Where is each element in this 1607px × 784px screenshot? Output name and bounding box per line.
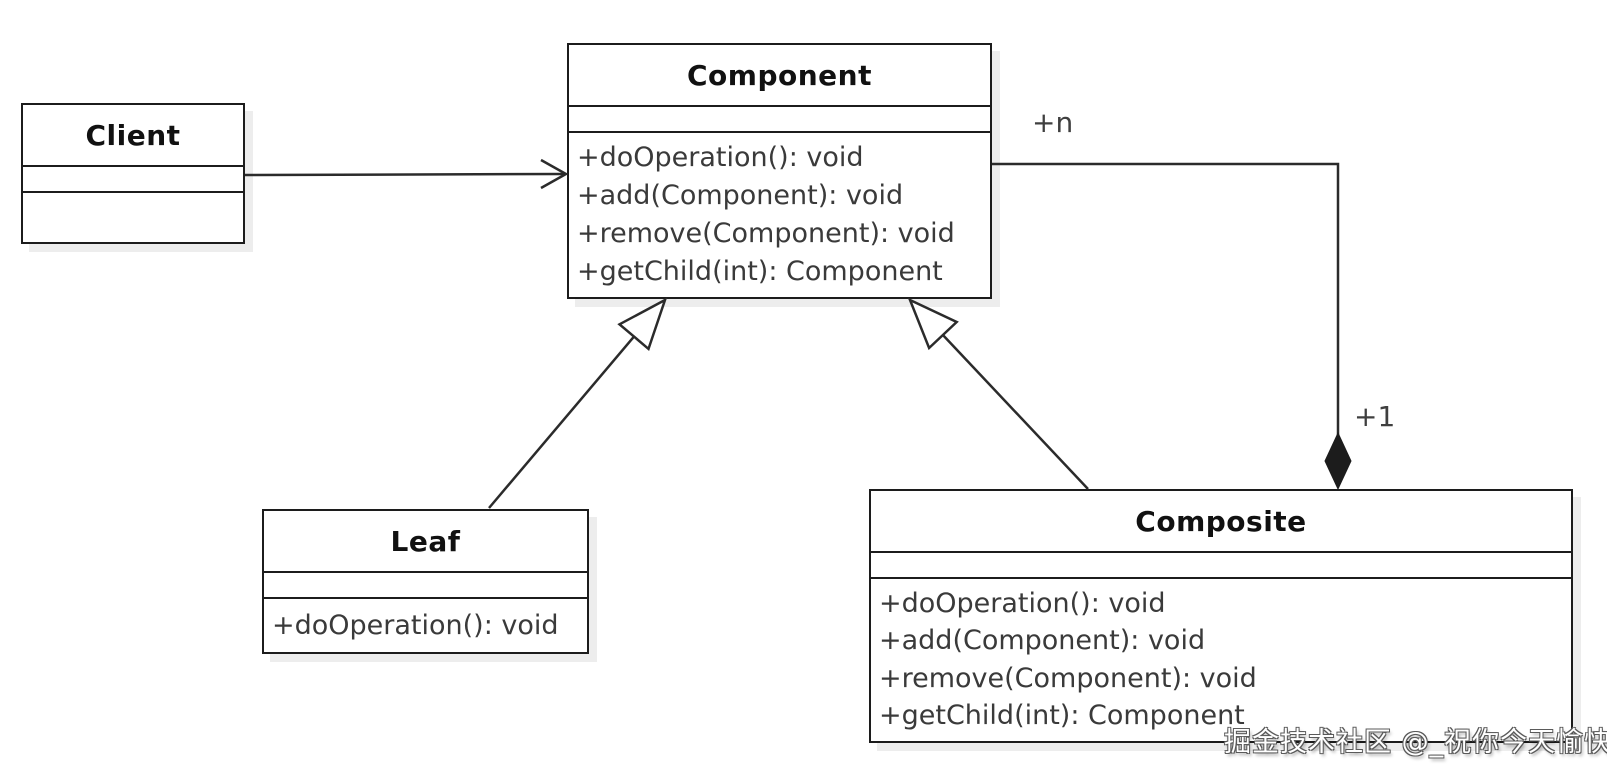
method-row: +doOperation(): void	[272, 609, 559, 641]
hollow-triangle-icon	[617, 297, 668, 352]
filled-diamond-icon	[1324, 431, 1352, 491]
generalization-line-leaf-component	[488, 335, 635, 509]
method-row: +doOperation(): void	[879, 587, 1166, 619]
hollow-triangle-icon	[907, 297, 959, 351]
class-attributes-component	[569, 107, 990, 133]
class-title-client: Client	[23, 105, 243, 167]
generalization-line-composite-component	[941, 334, 1089, 490]
composition-line-component-composite	[992, 162, 1340, 437]
class-title-composite: Composite	[871, 491, 1571, 553]
class-methods-component: +doOperation(): void +add(Component): vo…	[569, 133, 990, 297]
class-methods-client	[23, 193, 243, 242]
class-attributes-client	[23, 167, 243, 193]
multiplicity-label-one: +1	[1354, 400, 1396, 433]
class-box-client: Client	[21, 103, 245, 244]
method-row: +remove(Component): void	[879, 662, 1257, 694]
method-row: +getChild(int): Component	[879, 700, 1245, 732]
association-line-client-component	[244, 172, 566, 177]
class-methods-leaf: +doOperation(): void	[264, 599, 587, 652]
class-attributes-leaf	[264, 573, 587, 599]
watermark-text: 掘金技术社区 @_祝你今天愉快	[1224, 727, 1607, 758]
class-title-component: Component	[569, 45, 990, 107]
class-attributes-composite	[871, 553, 1571, 579]
method-row: +add(Component): void	[879, 625, 1206, 657]
class-title-leaf: Leaf	[264, 511, 587, 573]
method-row: +add(Component): void	[577, 180, 904, 212]
multiplicity-label-n: +n	[1032, 106, 1074, 139]
method-row: +getChild(int): Component	[577, 256, 943, 288]
class-box-leaf: Leaf +doOperation(): void	[262, 509, 589, 654]
class-box-composite: Composite +doOperation(): void +add(Comp…	[869, 489, 1573, 743]
open-arrowhead-icon	[540, 158, 569, 190]
class-box-component: Component +doOperation(): void +add(Comp…	[567, 43, 992, 299]
class-methods-composite: +doOperation(): void +add(Component): vo…	[871, 579, 1571, 741]
method-row: +remove(Component): void	[577, 218, 955, 250]
method-row: +doOperation(): void	[577, 142, 864, 174]
